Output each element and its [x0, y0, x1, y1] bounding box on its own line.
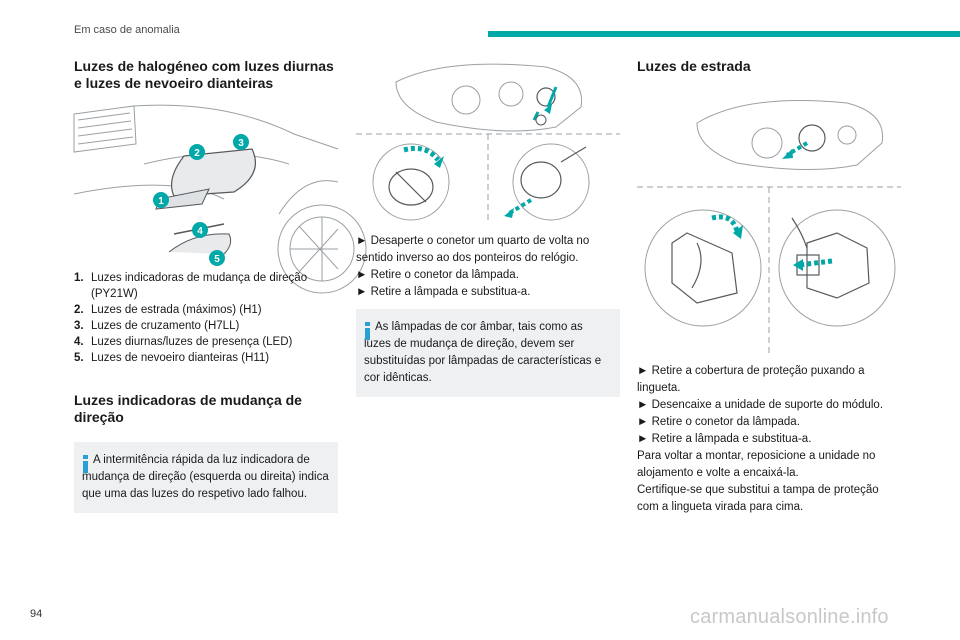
step-text: ► Retire a lâmpada e substitua-a.	[637, 433, 812, 445]
badge-5: 5	[209, 250, 225, 266]
list-item: 2.Luzes de estrada (máximos) (H1)	[74, 304, 262, 316]
badge-1: 1	[153, 192, 169, 208]
turn-signal-bulb-illustration	[356, 63, 620, 222]
watermark: carmanualsonline.info	[690, 606, 889, 628]
high-beam-bulb-illustration	[637, 100, 901, 353]
step-text: ► Retire a lâmpada e substitua-a.	[356, 286, 531, 298]
info-icon	[83, 455, 88, 473]
step-text: ► Retire a cobertura de proteção puxando…	[637, 365, 865, 394]
bulb-list: 1.Luzes indicadoras de mudança de direçã…	[74, 270, 338, 366]
header-section-title: Em caso de anomalia	[74, 24, 180, 36]
svg-text:4: 4	[197, 226, 203, 237]
list-item: 3.Luzes de cruzamento (H7LL)	[74, 320, 240, 332]
step-text: ► Desencaixe a unidade de suporte do mód…	[637, 399, 884, 411]
list-item: 5.Luzes de nevoeiro dianteiras (H11)	[74, 352, 270, 364]
high-beam-steps: ► Retire a cobertura de proteção puxando…	[637, 363, 901, 516]
page-number: 94	[30, 608, 43, 620]
info-note-turn-signals: A intermitência rápida da luz indicadora…	[74, 442, 338, 513]
step-text: ► Desaperte o conetor um quarto de volta…	[356, 235, 590, 264]
turn-signal-steps: ► Desaperte o conetor um quarto de volta…	[356, 233, 620, 301]
heading-turn-signals: Luzes indicadoras de mudança de direção	[74, 392, 302, 425]
svg-text:1: 1	[158, 196, 164, 207]
step-text: Para voltar a montar, reposicione a unid…	[637, 450, 876, 479]
badge-3: 3	[233, 134, 249, 150]
badge-4: 4	[192, 222, 208, 238]
heading-halogen-lights: Luzes de halogéneo com luzes diurnas e l…	[74, 58, 334, 91]
headlight-front-illustration: 2 3 1 4 5	[73, 104, 367, 294]
info-icon	[365, 322, 370, 340]
heading-high-beam: Luzes de estrada	[637, 58, 751, 74]
list-item: 1.Luzes indicadoras de mudança de direçã…	[74, 272, 308, 300]
list-item: 4.Luzes diurnas/luzes de presença (LED)	[74, 336, 293, 348]
column-right: Luzes de estrada ► Retire a cobertura de…	[637, 58, 901, 516]
step-text: ► Retire o conetor da lâmpada.	[637, 416, 800, 428]
step-text: Certifique-se que substitui a tampa de p…	[637, 484, 879, 513]
column-middle: ► Desaperte o conetor um quarto de volta…	[356, 52, 620, 397]
svg-text:2: 2	[194, 148, 200, 159]
step-text: ► Retire o conetor da lâmpada.	[356, 269, 519, 281]
badge-2: 2	[189, 144, 205, 160]
svg-text:5: 5	[214, 254, 220, 265]
column-left: Luzes de halogéneo com luzes diurnas e l…	[73, 58, 367, 513]
info-note-amber-bulbs: As lâmpadas de cor âmbar, tais como as l…	[356, 309, 620, 397]
header-accent-bar	[488, 31, 960, 37]
svg-text:3: 3	[238, 138, 244, 149]
